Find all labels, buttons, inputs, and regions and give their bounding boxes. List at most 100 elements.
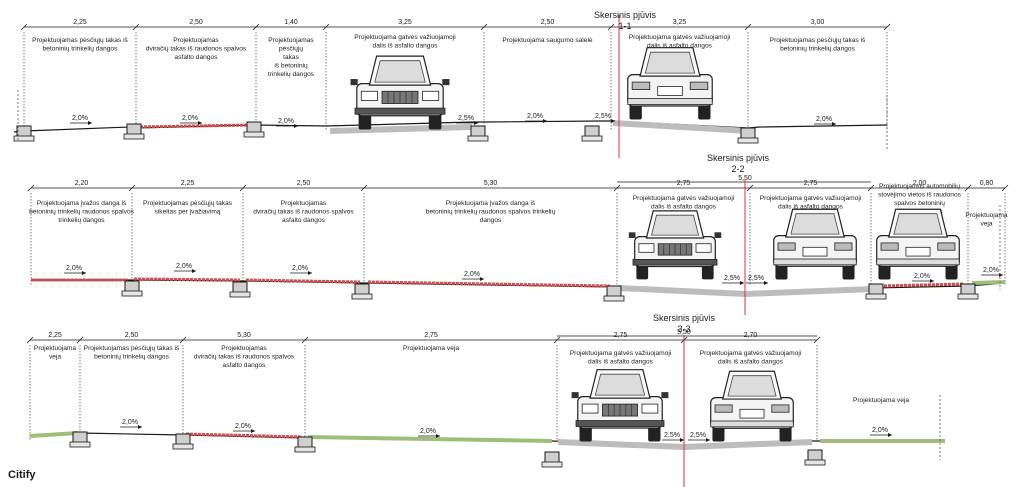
red-paving-surface [135, 123, 253, 129]
curb-stone [804, 449, 826, 466]
dimension-value: 2,70 [744, 332, 758, 339]
red-paving-surface [367, 280, 611, 288]
zone-label-line: stovėjimo vietos iš raudonos [878, 192, 962, 199]
windshield [727, 375, 777, 397]
red-paving-surface [879, 282, 965, 288]
dimension-tick [26, 336, 34, 344]
dimension-value: 2,75 [614, 332, 628, 339]
dimension-tick [480, 23, 488, 31]
section-number: 3-3 [677, 324, 690, 334]
windshield [644, 51, 696, 74]
zone-label-line: takas [283, 54, 299, 61]
tail-light [689, 81, 709, 90]
asphalt-surface [617, 285, 746, 297]
license-plate [657, 86, 683, 96]
watermark-logo: Citify [8, 469, 36, 481]
zone-label-line: Projektuojamas pėsčiųjų takas iš [84, 345, 180, 352]
slope-label: 2,0% [981, 267, 1003, 277]
section-number: 1-1 [618, 21, 631, 31]
slope-label: 2,0% [276, 118, 298, 128]
zone-label-line: iš betoninių [274, 63, 308, 70]
section-title-text: Skersinis pjūvis [594, 10, 657, 20]
slope-value: 2,0% [278, 118, 294, 125]
dimension-tick [252, 23, 260, 31]
slope-arrow-head [888, 433, 892, 437]
zone-label-line: betoninių trinkelių raudonos spalvos tri… [426, 209, 556, 216]
windshield [790, 213, 840, 235]
curb-foundation [804, 459, 826, 466]
curb-stone [13, 125, 35, 142]
tail-light [714, 404, 733, 413]
bumper [354, 107, 446, 115]
dimension-tick [883, 23, 891, 31]
slope-value: 2,0% [527, 113, 543, 120]
dimension-tick [76, 336, 84, 344]
dimension-tick [322, 23, 330, 31]
slope-label: 2,0% [814, 116, 836, 126]
curb-foundation [172, 443, 194, 450]
pickup-truck-icon [571, 369, 669, 442]
curb-foundation [351, 293, 373, 300]
asphalt-surface [612, 120, 749, 134]
slope-arrow-head [474, 121, 478, 125]
zone-label-line: dviračių takas iš raudonos spalvos [253, 209, 354, 216]
dimension-tick [20, 23, 28, 31]
headlight [641, 403, 659, 414]
slope-arrow-head [138, 425, 142, 429]
headlight [360, 90, 378, 101]
lawn-surface [307, 435, 553, 443]
bumper [773, 258, 857, 266]
curb-stone [229, 281, 251, 298]
curb-foundation [243, 131, 265, 138]
curb-stone [957, 283, 979, 300]
curb-foundation [13, 135, 35, 142]
dimension-tick [360, 184, 368, 192]
slope-label: 2,5% [688, 432, 710, 442]
slope-arrow-head [82, 271, 86, 275]
curb-foundation [229, 291, 251, 298]
dimension-value: 2,25 [48, 332, 62, 339]
slope-arrow-head [832, 122, 836, 126]
slope-value: 2,0% [235, 423, 251, 430]
slope-label: 2,0% [180, 115, 202, 125]
dimension-value: 2,50 [189, 19, 203, 26]
curb-stone [467, 125, 489, 142]
passenger-car-icon [627, 47, 713, 120]
bumper [710, 420, 794, 428]
license-plate [802, 246, 828, 257]
zone-label-line: Projektuojama saugumo salelė [502, 37, 592, 44]
total-width-dimension: 5,50 [557, 329, 817, 337]
bumper [575, 420, 665, 427]
slope-arrow-head [198, 121, 202, 125]
dimension-value: 2,75 [804, 180, 818, 187]
curb-stone [123, 123, 145, 140]
dimension-value: 2,50 [541, 19, 555, 26]
zone-label-line: betoninių trinkelių dangos [780, 46, 855, 53]
passenger-car-icon [773, 208, 857, 280]
slope-value: 2,5% [458, 115, 474, 122]
zone-label-line: Projektuojamas [268, 37, 314, 44]
dimension-value: 2,25 [181, 180, 195, 187]
slope-label: 2,0% [70, 115, 92, 125]
zone-label-line: dviračių takas iš raudonos spalvos [146, 46, 247, 53]
dimension-tick [179, 336, 187, 344]
pickup-truck-icon [628, 210, 722, 280]
curb-stone [581, 125, 603, 142]
lawn-surface [971, 280, 1006, 285]
dimension-value: 2,75 [677, 180, 691, 187]
dimension-tick [964, 184, 972, 192]
zone-label-line: Projektuojamas [221, 345, 267, 352]
slope-value: 2,0% [420, 428, 436, 435]
dimension-value: 3,00 [811, 19, 825, 26]
zone-label-line: Projektuojama įvažos danga iš [37, 200, 127, 207]
